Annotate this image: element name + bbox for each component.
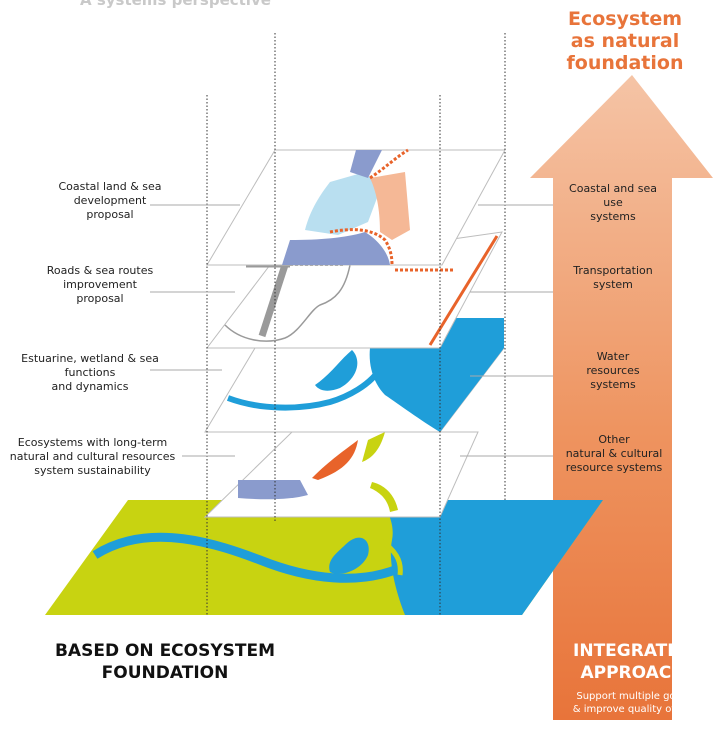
integrated-approach-title: INTEGRATED APPROACH: [573, 641, 693, 683]
right-label-water-resources: Water resources systems: [586, 350, 640, 391]
integrated-approach-arrow: [530, 75, 713, 720]
ecosystem-foundation-title: Ecosystem as natural foundation: [566, 8, 684, 74]
coastal-development-layer: [206, 148, 506, 266]
right-label-coastal-sea-use: Coastal and sea use systems: [569, 182, 657, 223]
left-label-coastal-development: Coastal land & sea development proposal: [58, 180, 162, 221]
left-label-estuarine-wetland: Estuarine, wetland & sea functions and d…: [21, 352, 159, 393]
left-label-ecosystems-sustainability: Ecosystems with long-term natural and cu…: [9, 436, 176, 477]
left-label-roads-sea-routes: Roads & sea routes improvement proposal: [46, 264, 154, 305]
based-on-ecosystem-foundation: BASED ON ECOSYSTEM FOUNDATION: [54, 641, 276, 683]
resources-layer: [203, 431, 479, 518]
water-layer: [204, 318, 506, 433]
base-ecosystem-layer: [45, 500, 603, 615]
right-label-transportation: Transportation system: [573, 264, 653, 291]
vertical-guides: [206, 33, 506, 615]
diagram-subtitle: A systems perspective: [80, 0, 271, 9]
base-river: [92, 532, 402, 583]
integrated-approach-subtitle: Support multiple goals & improve quality…: [572, 691, 694, 715]
leader-lines: [150, 204, 553, 457]
right-label-other-resources: Other natural & cultural resource system…: [565, 433, 663, 474]
